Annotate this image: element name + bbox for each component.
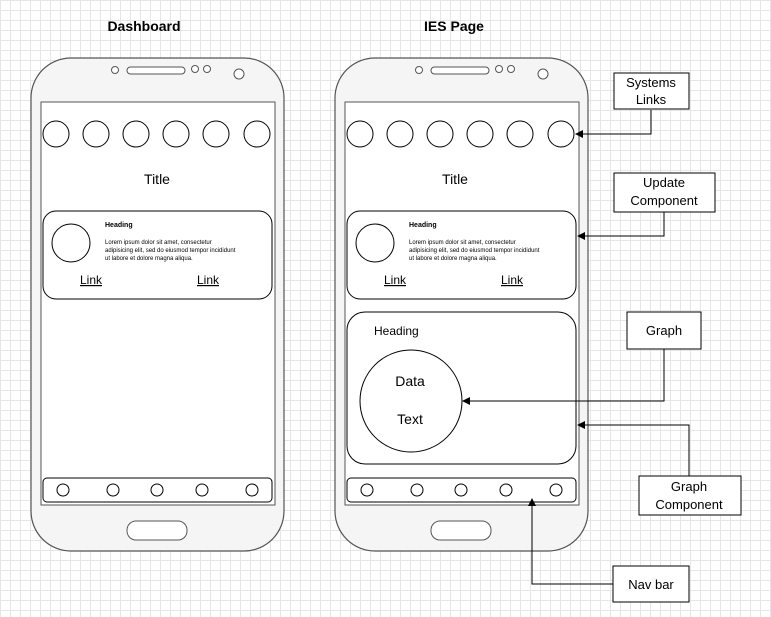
ies-card-avatar	[355, 223, 395, 263]
callout-box	[626, 311, 702, 350]
system-link-icon[interactable]	[346, 120, 374, 148]
callout-box	[613, 172, 716, 213]
dashboard-home-button[interactable]	[126, 520, 188, 541]
system-link-icon[interactable]	[386, 120, 414, 148]
dashboard-card-link[interactable]: Link	[197, 273, 220, 287]
nav-item-icon[interactable]	[195, 483, 209, 497]
system-link-icon[interactable]	[547, 120, 575, 148]
callout-graph: Graph	[462, 311, 702, 405]
dashboard-screen	[40, 101, 276, 506]
ies-page-title: Title	[442, 171, 468, 187]
dashboard-sensor-icon	[203, 65, 211, 73]
system-link-icon[interactable]	[202, 120, 230, 148]
ies-speaker-icon	[430, 66, 490, 75]
ies-update-card: Heading Lorem ipsum dolor sit amet, cons…	[346, 210, 577, 300]
nav-item-icon[interactable]	[56, 483, 70, 497]
dashboard-card-line: adipisicing elit, sed do eiusmod tempor …	[105, 248, 236, 254]
dashboard-speaker-icon	[126, 66, 186, 75]
dashboard-card-link[interactable]: Link	[80, 273, 103, 287]
callout-line: Graph	[671, 479, 707, 494]
nav-item-icon[interactable]	[360, 483, 374, 497]
ies-sensor-icon	[507, 65, 515, 73]
dashboard-card-line: Lorem ipsum dolor sit amet, consectetur	[105, 240, 212, 246]
callout-line: Links	[636, 92, 667, 107]
ies-label: IES Page	[424, 18, 484, 34]
callout-line: Component	[630, 193, 698, 208]
callout-line: Systems	[626, 75, 676, 90]
graph-heading: Heading	[374, 324, 419, 338]
ies-camera-icon	[415, 66, 423, 74]
ies-card-frame	[346, 210, 577, 300]
dashboard-camera-icon	[111, 66, 119, 74]
ies-front-camera-icon	[537, 68, 549, 80]
dashboard-card-frame	[42, 210, 273, 300]
ies-sensor-icon	[495, 65, 503, 73]
callout-line: Component	[655, 497, 723, 512]
callout-arrow	[462, 349, 665, 405]
nav-item-icon[interactable]	[106, 483, 120, 497]
system-link-icon[interactable]	[82, 120, 110, 148]
callout-update-component: Update Component	[577, 172, 716, 240]
callout-arrow	[577, 212, 665, 240]
ies-home-button[interactable]	[430, 520, 492, 541]
ies-card-line: adipisicing elit, sed do eiusmod tempor …	[409, 248, 540, 254]
ies-system-links	[346, 120, 575, 148]
nav-item-icon[interactable]	[499, 483, 513, 497]
graph-data-label: Data	[395, 373, 425, 389]
callout-graph-component: Graph Component	[577, 421, 742, 516]
dashboard-card-heading: Heading	[105, 222, 133, 229]
system-link-icon[interactable]	[243, 120, 271, 148]
nav-item-icon[interactable]	[150, 483, 164, 497]
dashboard-nav-bar	[42, 477, 273, 503]
ies-graph-component: Heading Data Text	[346, 311, 577, 465]
dashboard-label: Dashboard	[107, 18, 180, 34]
nav-item-icon[interactable]	[454, 483, 468, 497]
dashboard-phone: Dashboard Title Heading Lorem ipsum dolo…	[30, 18, 285, 552]
system-link-icon[interactable]	[42, 120, 70, 148]
system-link-icon[interactable]	[506, 120, 534, 148]
callout-systems-links: Systems Links	[575, 72, 690, 138]
ies-card-line: Lorem ipsum dolor sit amet, consectetur	[409, 240, 516, 246]
dashboard-sensor-icon	[191, 65, 199, 73]
ies-nav-bar	[346, 477, 577, 503]
ies-card-link[interactable]: Link	[501, 273, 524, 287]
system-link-icon[interactable]	[122, 120, 150, 148]
callout-arrow	[575, 110, 652, 138]
system-link-icon[interactable]	[466, 120, 494, 148]
ies-card-line: ut labore et dolore magna aliqua.	[409, 256, 497, 262]
callout-box	[613, 72, 690, 110]
ies-phone: IES Page Title Heading Lorem ipsum dolor…	[334, 18, 589, 552]
dashboard-system-links	[42, 120, 271, 148]
dashboard-card-line: ut labore et dolore magna aliqua.	[105, 256, 193, 262]
callout-arrow	[528, 498, 613, 585]
dashboard-card-avatar	[51, 223, 91, 263]
callout-line: Nav bar	[628, 577, 674, 592]
callout-box	[638, 475, 742, 516]
dashboard-update-card: Heading Lorem ipsum dolor sit amet, cons…	[42, 210, 273, 300]
callout-line: Graph	[646, 323, 682, 338]
ies-card-link[interactable]: Link	[384, 273, 407, 287]
system-link-icon[interactable]	[426, 120, 454, 148]
callout-box	[612, 565, 690, 603]
dashboard-page-title: Title	[144, 171, 170, 187]
nav-item-icon[interactable]	[549, 483, 563, 497]
callout-nav-bar: Nav bar	[528, 498, 690, 603]
ies-card-heading: Heading	[409, 222, 437, 229]
callout-arrow	[577, 421, 690, 476]
system-link-icon[interactable]	[162, 120, 190, 148]
dashboard-front-camera-icon	[233, 68, 245, 80]
graph-circle[interactable]	[359, 349, 463, 453]
graph-text-label: Text	[397, 411, 423, 427]
callout-line: Update	[643, 175, 685, 190]
nav-item-icon[interactable]	[410, 483, 424, 497]
nav-item-icon[interactable]	[245, 483, 259, 497]
